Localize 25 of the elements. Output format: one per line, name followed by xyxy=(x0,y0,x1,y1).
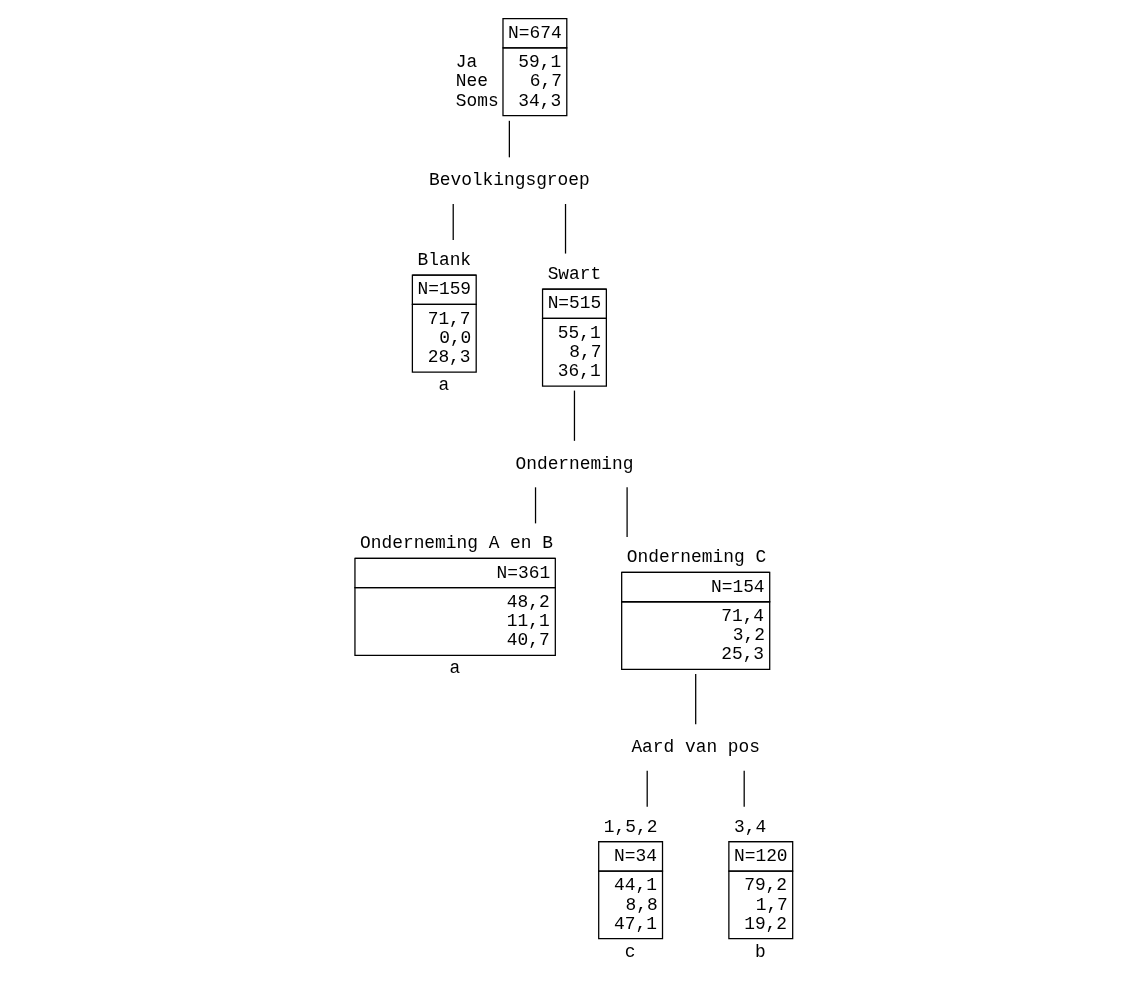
connector xyxy=(625,486,628,538)
node-label: b xyxy=(754,941,766,962)
connector xyxy=(646,770,648,808)
node-label: a xyxy=(448,658,460,679)
connector xyxy=(564,203,566,255)
connector xyxy=(694,673,696,725)
connector xyxy=(534,486,536,524)
connector xyxy=(452,203,454,241)
node-text: Aard van pos xyxy=(630,736,760,757)
node-label: 1,5,2 xyxy=(603,816,657,837)
node-label: Blank xyxy=(416,250,471,271)
connector xyxy=(508,120,510,158)
node-label: a xyxy=(438,375,449,396)
node-label: Onderneming C xyxy=(626,547,766,568)
connector xyxy=(743,770,745,808)
node-label: c xyxy=(624,941,636,962)
node-label: Onderneming A en B xyxy=(359,533,553,554)
node-text: Bevolkingsgroep xyxy=(428,170,590,191)
node-label: 3,4 xyxy=(733,816,766,837)
node-label: Ja xyxy=(455,52,477,73)
node-text: Onderneming xyxy=(515,453,633,474)
node-label: Nee xyxy=(455,71,488,92)
node-label: Soms xyxy=(455,90,499,111)
node-label: Swart xyxy=(547,264,601,285)
connector xyxy=(573,389,575,442)
